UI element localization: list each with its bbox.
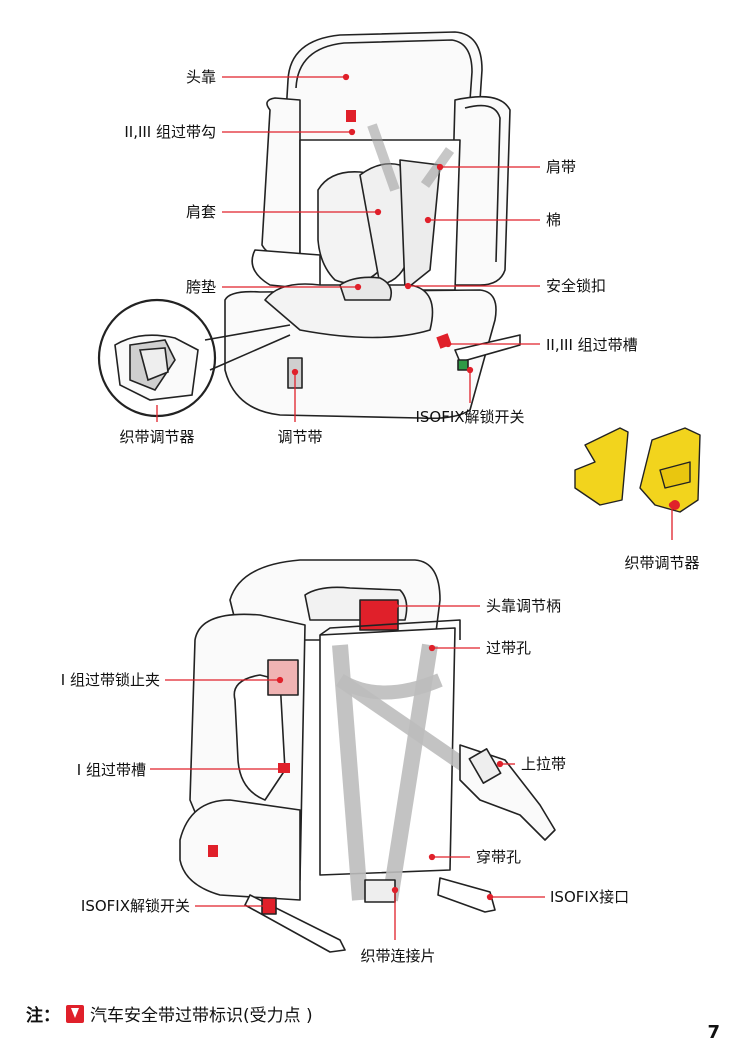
label-isofix-connector: ISOFIX接口 — [550, 888, 629, 906]
label-belt-slot: II,III 组过带槽 — [546, 336, 638, 354]
label-headrest-handle: 头靠调节柄 — [486, 597, 561, 615]
label-crotch-pad: 胯垫 — [186, 278, 216, 296]
label-cotton: 棉 — [546, 211, 561, 229]
label-isofix-release-bottom: ISOFIX解锁开关 — [81, 897, 190, 915]
label-adjust-strap: 调节带 — [277, 428, 322, 446]
webbing-adjuster-inset — [97, 298, 291, 418]
page-number: 7 — [707, 1022, 720, 1043]
label-webbing-adjuster: 织带调节器 — [119, 428, 194, 446]
label-isofix-release-top: ISOFIX解锁开关 — [415, 408, 524, 426]
footnote: 注： 汽车安全带过带标识(受力点 ) — [26, 1001, 313, 1026]
label-headrest: 头靠 — [186, 68, 216, 86]
down-arrow-icon — [66, 1004, 84, 1023]
label-buckle: 安全锁扣 — [546, 277, 606, 295]
label-thread-hole: 穿带孔 — [476, 848, 521, 866]
label-shoulder-pad: 肩套 — [186, 203, 216, 221]
label-lock-clip: I 组过带锁止夹 — [61, 671, 160, 689]
label-connector-plate: 织带连接片 — [360, 947, 435, 965]
labels-top: 头靠 II,III 组过带勾 肩套 胯垫 肩带 棉 安全锁扣 II,III 组过… — [119, 68, 699, 572]
leader-lines — [150, 73, 676, 940]
label-shoulder-belt: 肩带 — [546, 158, 576, 176]
label-top-tether: 上拉带 — [521, 755, 566, 773]
bottom-seat-illustration — [179, 559, 556, 953]
label-belt-hook: II,III 组过带勾 — [124, 123, 216, 141]
yellow-adjuster-pieces — [574, 427, 701, 513]
label-webbing-adjuster-2: 织带调节器 — [624, 554, 699, 572]
labels-bottom: 头靠调节柄 过带孔 I 组过带锁止夹 I 组过带槽 上拉带 穿带孔 ISOFIX… — [61, 597, 629, 965]
footnote-prefix: 注： — [26, 1006, 60, 1026]
footnote-text: 汽车安全带过带标识(受力点 ) — [90, 1006, 313, 1026]
label-group1-slot: I 组过带槽 — [77, 761, 146, 779]
label-belt-hole: 过带孔 — [486, 639, 531, 657]
top-seat-illustration — [224, 31, 521, 420]
